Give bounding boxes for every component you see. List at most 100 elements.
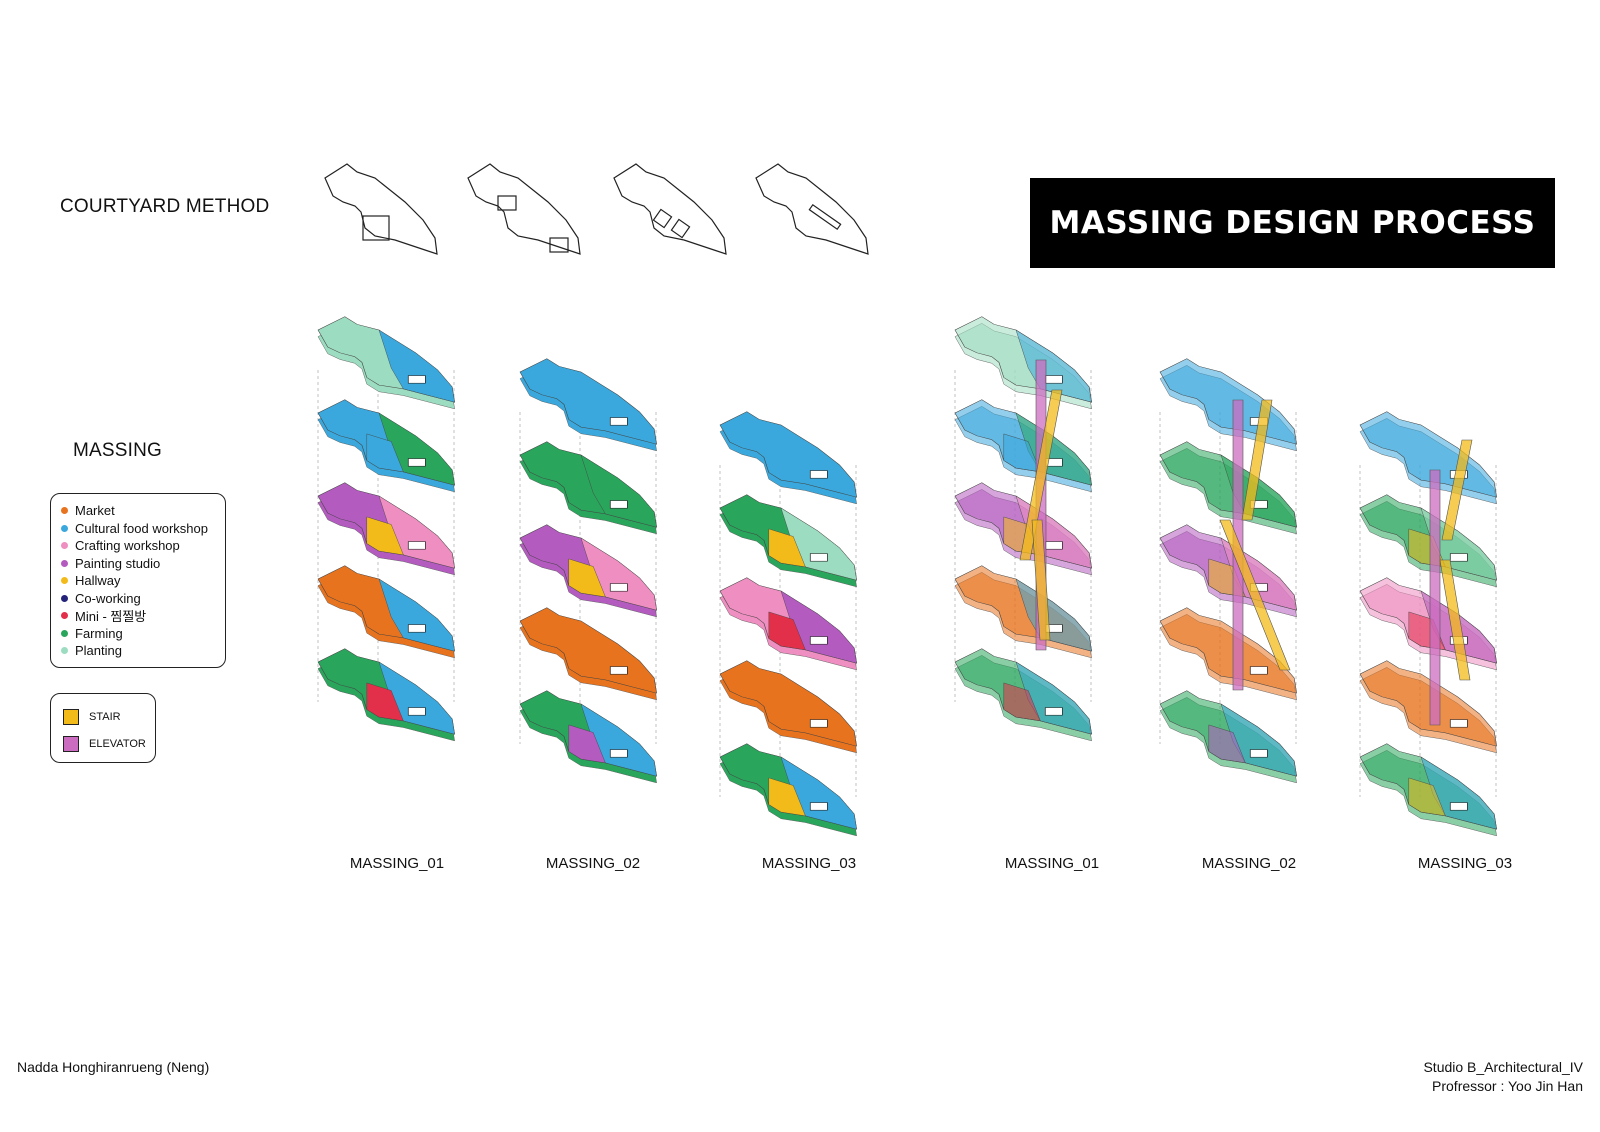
site-outline (467, 163, 581, 255)
stair-run (1439, 559, 1471, 681)
floor-plate (954, 648, 1093, 742)
floor-void (609, 666, 628, 675)
floor-plate (519, 690, 658, 784)
floor-void (1044, 707, 1063, 716)
floor-plate (954, 482, 1093, 576)
legend-item: Planting (61, 642, 225, 660)
courtyard-void (670, 218, 691, 239)
legend-dot (61, 594, 68, 602)
floor-plate (719, 494, 858, 588)
floor-void (609, 583, 628, 592)
floor-void (809, 719, 828, 728)
legend-item: STAIR (63, 703, 155, 730)
floor-plate (317, 482, 456, 576)
legend-dot (61, 542, 68, 550)
courtyard-void (362, 215, 390, 241)
floor-plate (719, 743, 858, 837)
legend-dot (61, 647, 68, 655)
massing-stack (519, 358, 658, 784)
floor-plate (1359, 411, 1498, 505)
floor-plate (519, 358, 658, 452)
zone-c (366, 516, 404, 556)
legend-item: Market (61, 502, 225, 520)
floor-plate (954, 316, 1093, 410)
legend-item: Painting studio (61, 555, 225, 573)
courtyard-outline (613, 163, 727, 255)
floor-plate (317, 316, 456, 410)
legend-label: Hallway (75, 573, 121, 589)
circulation-legend: STAIR ELEVATOR (50, 693, 156, 763)
author-name: Nadda Honghiranrueng (Neng) (17, 1059, 210, 1075)
floor-void (809, 802, 828, 811)
courtyard-void (808, 203, 842, 231)
legend-item: Mini - 찜찔방 (61, 607, 225, 625)
floor-void (407, 707, 426, 716)
floor-plate (719, 660, 858, 754)
floor-void (609, 417, 628, 426)
floor-plate (1159, 358, 1298, 452)
floor-void (1249, 749, 1268, 758)
courtyard-outline (324, 163, 438, 255)
legend-label: Market (75, 503, 115, 519)
floor-plate (317, 399, 456, 493)
legend-label: Planting (75, 643, 122, 659)
floor-plate (1359, 660, 1498, 754)
floor-void (407, 624, 426, 633)
floor-void (407, 541, 426, 550)
legend-label: Crafting workshop (75, 538, 180, 554)
legend-label: Mini - 찜찔방 (75, 609, 147, 625)
courtyard-void (549, 237, 569, 253)
stair-run (1441, 439, 1473, 541)
program-legend: Market Cultural food workshop Crafting w… (50, 493, 226, 668)
floor-plate (719, 411, 858, 505)
site-outline (613, 163, 727, 255)
floor-void (407, 375, 426, 384)
elevator-core (1429, 469, 1441, 726)
professor-name: Profressor : Yoo Jin Han (1432, 1078, 1583, 1094)
legend-item: ELEVATOR (63, 730, 155, 757)
courtyard-void (497, 195, 517, 211)
zone-c (768, 528, 806, 568)
floor-void (809, 553, 828, 562)
massing-stack (954, 316, 1093, 742)
legend-dot (61, 612, 68, 620)
zone-c (366, 682, 404, 722)
floor-plate (1159, 607, 1298, 701)
legend-label: Co-working (75, 590, 141, 606)
legend-dot (61, 507, 68, 515)
legend-item: Co-working (61, 590, 225, 608)
zone-c (568, 558, 606, 598)
legend-item: Farming (61, 625, 225, 643)
zone-c (768, 611, 806, 651)
courtyard-outline (755, 163, 869, 255)
zone-c (1208, 724, 1246, 764)
legend-label: ELEVATOR (89, 737, 146, 750)
stair-swatch (63, 708, 79, 725)
caption-massing-01: MASSING_01 (349, 855, 445, 872)
floor-void (1449, 719, 1468, 728)
caption-circulation-02: MASSING_02 (1201, 855, 1297, 872)
courtyard-method-label: COURTYARD METHOD (60, 196, 270, 217)
legend-label: STAIR (89, 710, 121, 723)
floor-plate (719, 577, 858, 671)
elevator-swatch (63, 735, 79, 752)
floor-void (1249, 666, 1268, 675)
floor-plate (519, 607, 658, 701)
courtyard-void (652, 208, 673, 229)
zone-b (378, 578, 455, 652)
floor-void (609, 500, 628, 509)
massing-stack (1159, 358, 1298, 784)
zone-c (366, 433, 404, 473)
title-banner: MASSING DESIGN PROCESS (1030, 178, 1555, 268)
courtyard-outline (467, 163, 581, 255)
stair-run (1019, 389, 1063, 561)
massing-stacks (317, 316, 1498, 837)
floor-void (1449, 802, 1468, 811)
zone-b (580, 454, 657, 528)
floor-plate (1359, 577, 1498, 671)
floor-void (407, 458, 426, 467)
zone-c (1003, 433, 1041, 473)
floor-plate (1159, 690, 1298, 784)
zone-c (768, 777, 806, 817)
stair-run (1241, 399, 1273, 521)
